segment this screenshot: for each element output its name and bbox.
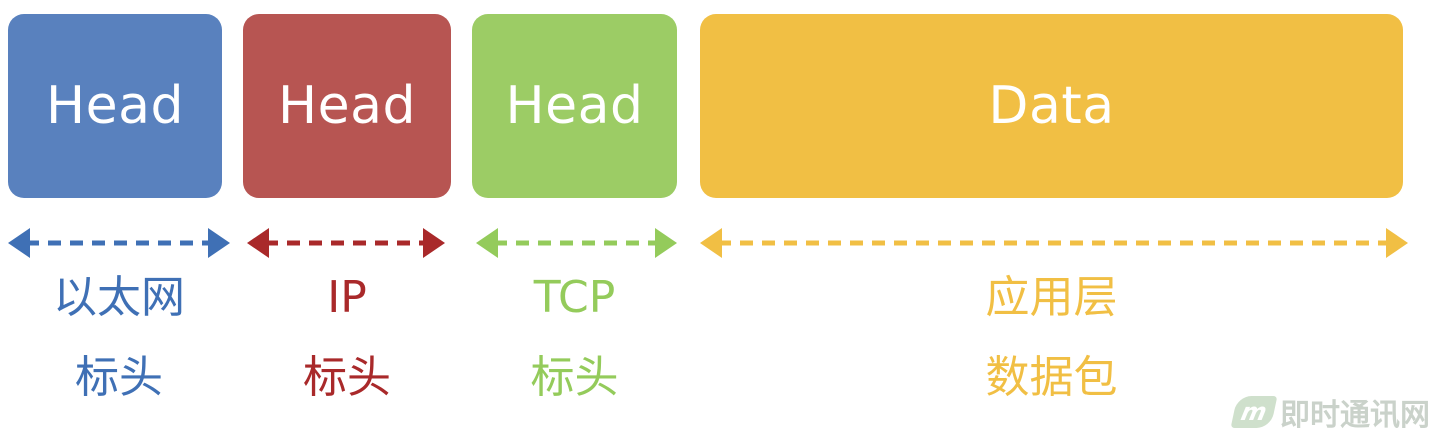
application-data-box: Data [700,14,1403,198]
arrowhead-left-icon [247,228,269,258]
ip-caption: IP 标头 [243,258,451,418]
ip-head-box: Head [243,14,451,198]
application-caption: 应用层 数据包 [700,258,1403,418]
arrowhead-right-icon [423,228,445,258]
arrowhead-right-icon [655,228,677,258]
ip-head-label: Head [278,76,416,136]
tcp-head-label: Head [505,76,644,136]
application-data-label: Data [988,76,1115,136]
ethernet-caption: 以太网 标头 [8,258,230,418]
tcp-caption: TCP 标头 [472,258,677,418]
arrowhead-left-icon [8,228,30,258]
watermark-logo-letter: m [1238,398,1270,426]
ethernet-caption-line2: 标头 [75,352,163,403]
ethernet-span-arrow [8,228,230,258]
arrowhead-right-icon [1386,228,1408,258]
ip-span-arrow [247,228,445,258]
tcp-head-box: Head [472,14,677,198]
arrowhead-right-icon [208,228,230,258]
application-span-arrow [700,228,1408,258]
ethernet-caption-line1: 以太网 [53,272,185,323]
arrowhead-left-icon [700,228,722,258]
ip-caption-line2: 标头 [303,352,391,403]
application-caption-line2: 数据包 [985,352,1118,403]
tcp-span-arrow [476,228,677,258]
52im-logo-icon: m [1230,396,1278,428]
ethernet-head-label: Head [46,76,184,136]
application-caption-line1: 应用层 [985,272,1118,323]
tcp-caption-line1: TCP [533,272,616,323]
ip-caption-line1: IP [327,272,367,323]
tcp-caption-line2: 标头 [530,352,619,403]
arrowhead-left-icon [476,228,498,258]
watermark-text: 即时通讯网 [1280,398,1430,430]
watermark: m 即时通讯网 [1230,390,1430,430]
ethernet-head-box: Head [8,14,222,198]
